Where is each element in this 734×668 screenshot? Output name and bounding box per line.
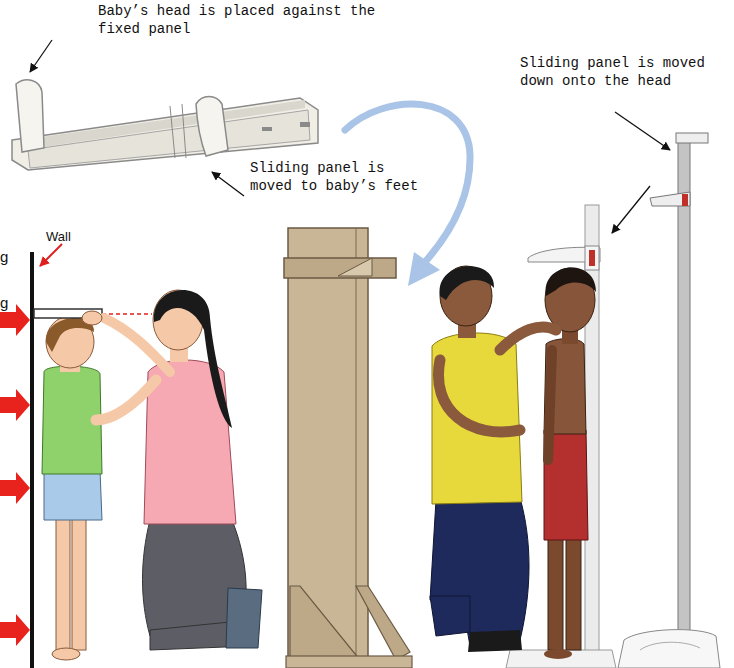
boy-foot — [52, 648, 80, 660]
panel-strap — [170, 106, 175, 158]
height-board — [284, 228, 412, 668]
woman-shoe — [226, 588, 262, 648]
child-leg — [548, 535, 563, 650]
child-leg — [566, 535, 581, 650]
man-pants — [430, 498, 529, 646]
contact-arrow — [0, 472, 30, 504]
board-base — [286, 656, 412, 668]
stadiometer-base — [618, 630, 720, 668]
headpiece-indicator — [589, 250, 595, 266]
man-hair — [440, 266, 494, 300]
board-rail — [356, 228, 357, 668]
man-shirt — [432, 333, 522, 504]
wall-scene — [0, 244, 262, 668]
transition-arrowhead — [408, 252, 440, 286]
cut-text: g — [0, 294, 16, 313]
callout-text: Sliding panel is moved to baby’s feet — [250, 160, 428, 195]
headpiece-bracket — [338, 258, 372, 276]
eye-level-line — [102, 313, 152, 315]
boy-shorts — [44, 470, 102, 520]
boy-leg — [72, 510, 86, 650]
base-footprint — [640, 642, 700, 650]
child-head — [545, 268, 595, 332]
stadiometer-scene — [430, 205, 616, 668]
leader-arrow — [30, 40, 52, 72]
callout-text: Baby’s head is placed against the fixed … — [98, 3, 398, 38]
child-hair — [546, 268, 596, 296]
stadiometer-pole — [678, 140, 690, 640]
infantometer-trough — [12, 98, 318, 170]
slider-indicator — [682, 194, 688, 206]
fixed-panel — [16, 80, 44, 152]
woman-hand — [82, 311, 102, 325]
cut-text: g — [0, 248, 16, 267]
portable-stadiometer — [618, 133, 720, 668]
infantometer — [12, 80, 318, 170]
stadiometer-cap — [676, 133, 708, 143]
board-slot — [300, 122, 310, 127]
man-arm — [438, 360, 520, 432]
man-arm — [500, 327, 556, 350]
boy-leg — [56, 510, 70, 650]
board-foot — [290, 586, 360, 660]
board-foot — [356, 586, 410, 660]
board-headpiece — [284, 258, 396, 278]
woman-arm — [96, 380, 156, 420]
woman-hair — [154, 290, 232, 428]
callout-text: Sliding panel is moved down onto the hea… — [520, 55, 725, 90]
sliding-panel — [196, 97, 228, 157]
contact-arrow — [0, 614, 30, 646]
stadiometer-slider — [650, 192, 690, 206]
board-post — [288, 228, 368, 668]
child-arm — [548, 350, 552, 460]
child-foot — [544, 649, 572, 659]
headpiece-block — [585, 246, 599, 270]
man-shoe — [468, 630, 522, 652]
infantometer-side — [28, 110, 310, 168]
board-slot — [262, 127, 272, 131]
leader-arrow — [612, 186, 650, 233]
contact-arrow — [0, 389, 30, 421]
stadiometer-base — [506, 650, 616, 668]
wall-pointer — [40, 244, 62, 266]
panel-strap — [182, 104, 186, 158]
leader-arrow — [615, 112, 670, 150]
leader-arrow — [212, 172, 244, 196]
wall-label: Wall — [46, 229, 106, 245]
man-leg — [430, 596, 470, 636]
